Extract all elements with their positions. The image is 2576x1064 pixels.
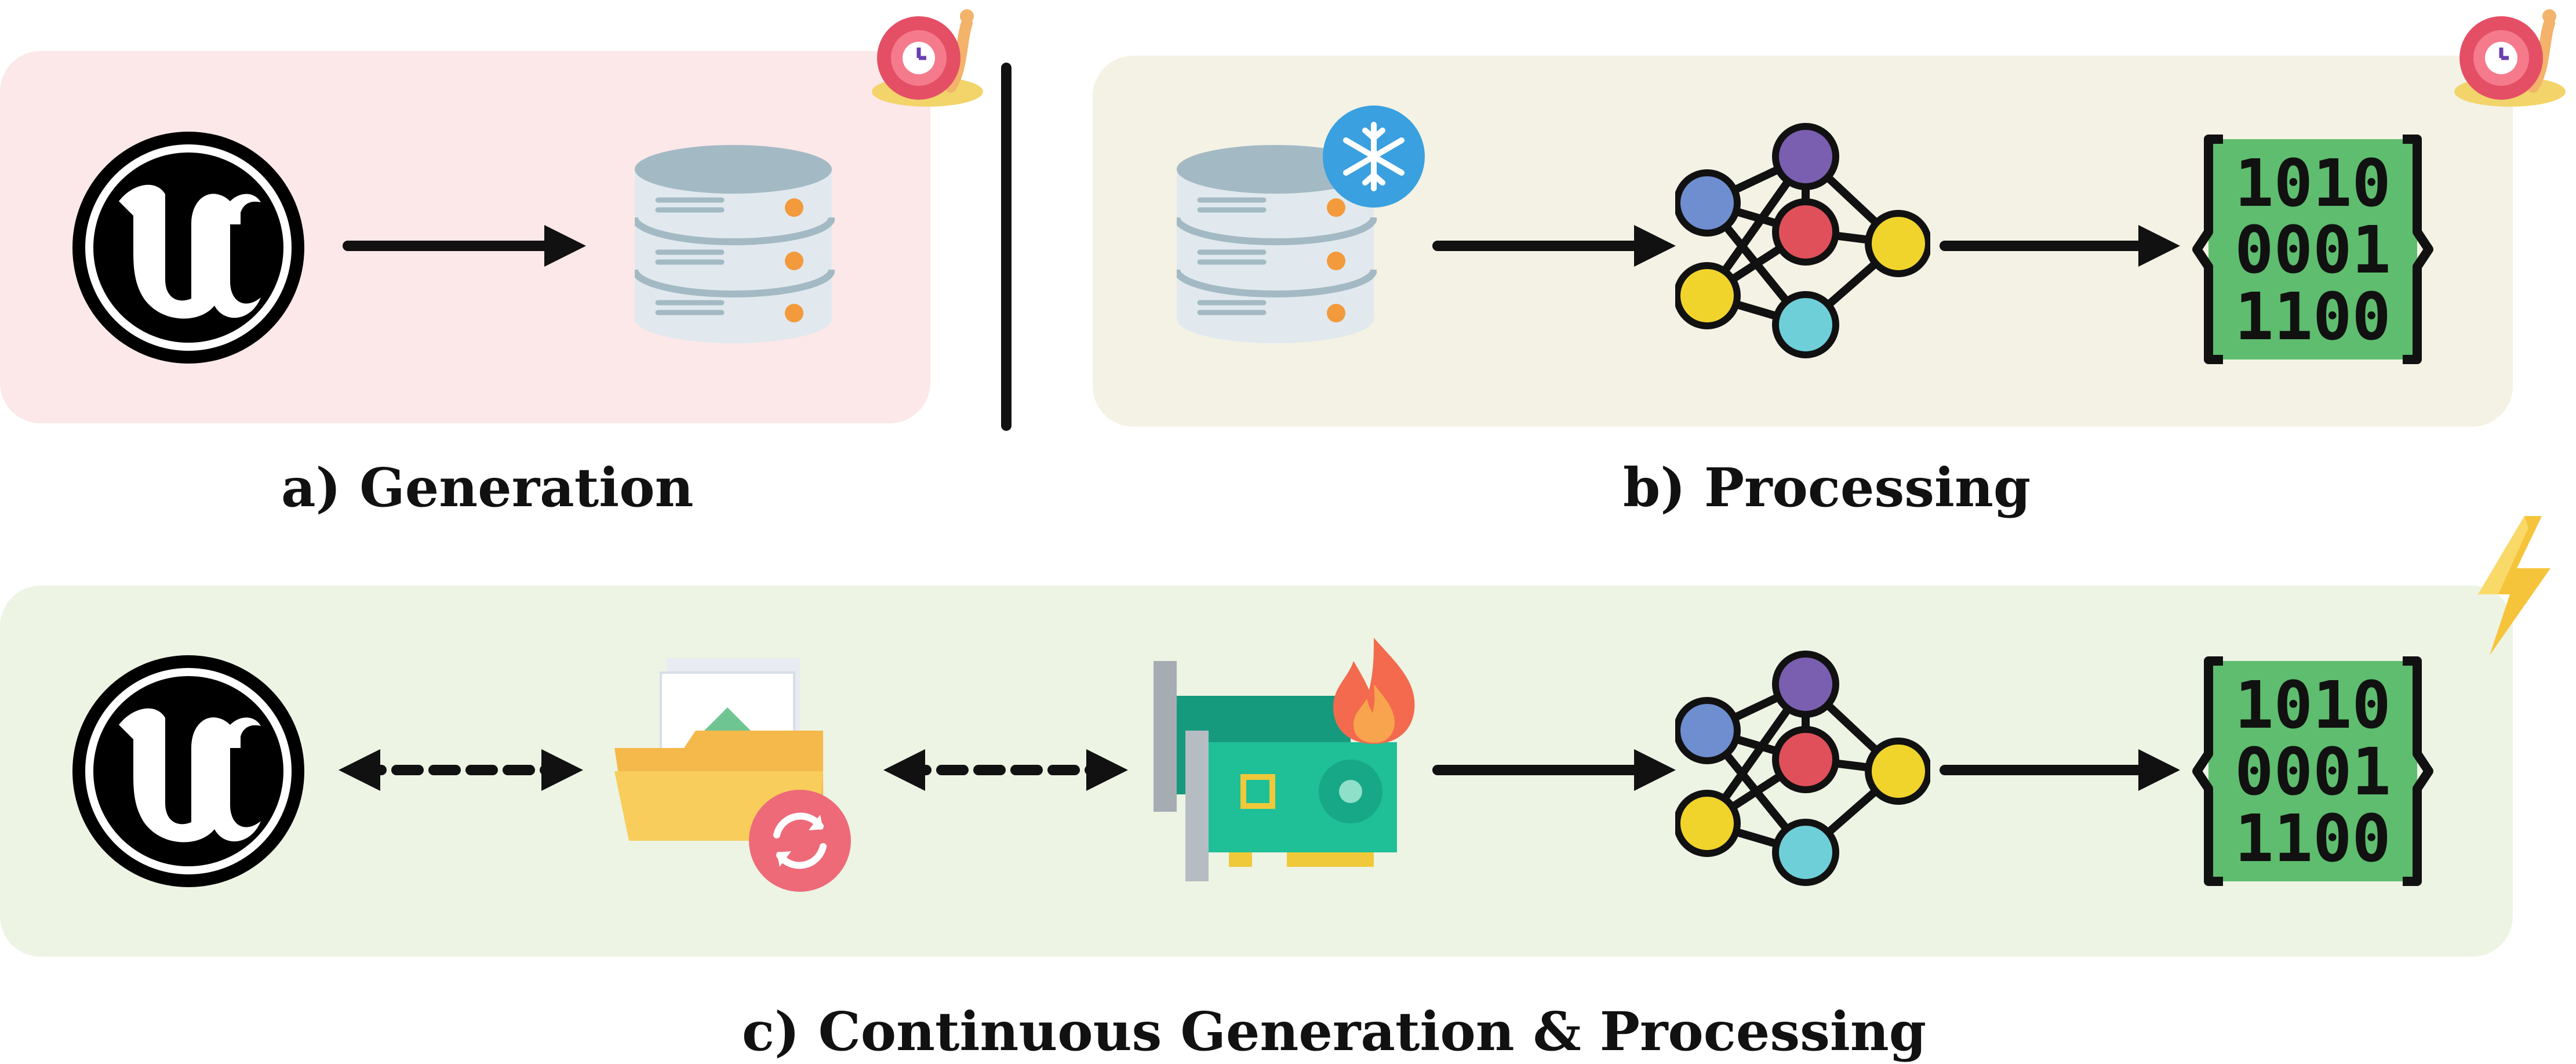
gpu-card-icon	[1148, 661, 1409, 881]
neural-network-icon	[1675, 116, 1930, 371]
binary-line-3: 1100	[2235, 801, 2391, 877]
neural-network-icon	[1675, 644, 1930, 899]
snail-icon	[869, 0, 985, 110]
caption-generation: a) Generation	[281, 456, 694, 519]
flame-icon	[1327, 635, 1420, 745]
binary-data-icon: 1010 0001 1100	[2185, 133, 2440, 365]
unreal-engine-logo-icon	[70, 129, 307, 366]
binary-data-icon: 1010 0001 1100	[2185, 655, 2440, 887]
binary-line-2: 0001	[2235, 213, 2391, 288]
divider	[1001, 63, 1012, 431]
caption-continuous: c) Continuous Generation & Processing	[742, 1000, 1927, 1063]
binary-line-1: 1010	[2235, 146, 2391, 221]
binary-line-2: 0001	[2235, 735, 2391, 810]
binary-line-1: 1010	[2235, 668, 2391, 743]
lightning-icon	[2464, 516, 2556, 655]
snail-icon	[2452, 0, 2568, 110]
folder-upload-icon	[614, 649, 858, 899]
caption-processing: b) Processing	[1623, 456, 2031, 519]
binary-line-3: 1100	[2235, 279, 2391, 355]
database-icon	[635, 139, 835, 354]
unreal-engine-logo-icon	[70, 652, 307, 890]
snowflake-icon	[1322, 104, 1426, 209]
